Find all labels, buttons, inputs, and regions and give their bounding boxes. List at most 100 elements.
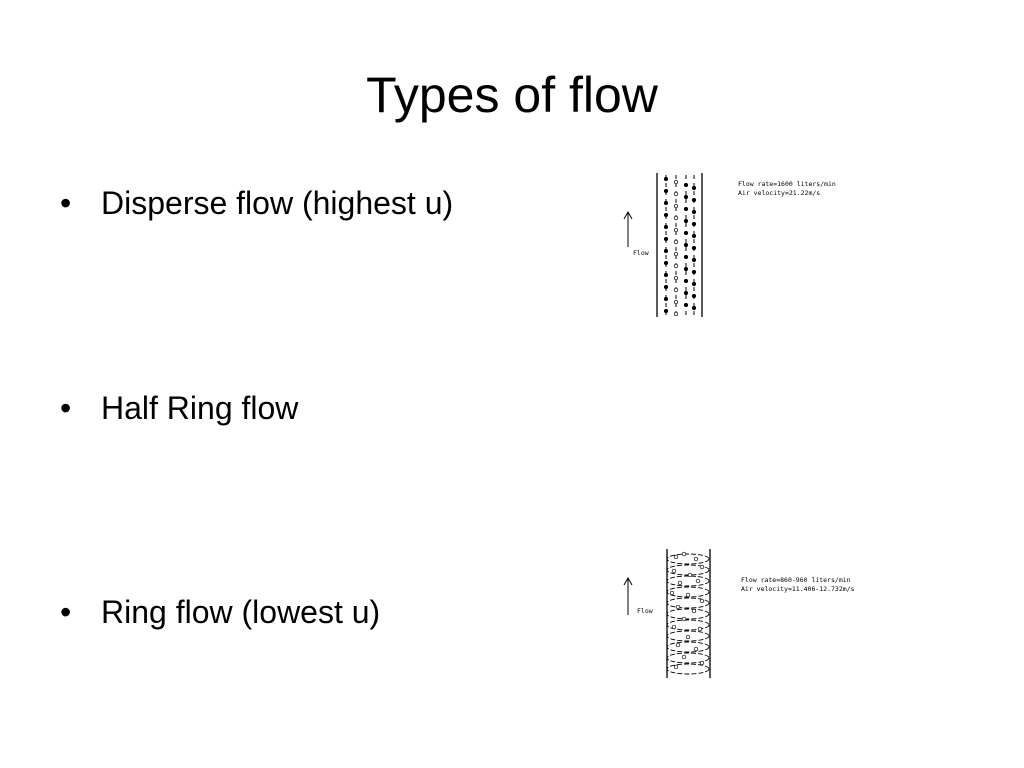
- droplet: [663, 224, 669, 230]
- droplet: [673, 263, 679, 269]
- droplet: [691, 209, 697, 215]
- flow-label: Flow: [633, 249, 649, 257]
- droplet: [663, 308, 669, 314]
- caption-flow-rate: Flow rate=1600 liters/min: [738, 180, 836, 188]
- droplet: [691, 269, 697, 275]
- droplet: [683, 230, 689, 236]
- bullet-text: Ring flow (lowest u): [101, 594, 381, 630]
- liquid-ring: [666, 619, 710, 631]
- disperse-flow-figure: Flow Flow rate=1600 liters/min Air veloc…: [618, 165, 848, 325]
- droplet: [685, 592, 691, 598]
- droplet: [683, 206, 689, 212]
- droplet: [685, 634, 691, 640]
- droplet: [673, 251, 679, 257]
- droplet: [697, 626, 703, 632]
- droplet: [663, 296, 669, 302]
- liquid-ring: [666, 630, 710, 642]
- disperse-flow-diagram: [623, 173, 703, 317]
- droplet: [683, 218, 689, 224]
- bullet-marker: •: [60, 390, 72, 426]
- droplet: [699, 564, 705, 570]
- droplet: [681, 551, 687, 557]
- droplet: [691, 197, 697, 203]
- droplet: [669, 590, 675, 596]
- droplet: [673, 191, 679, 197]
- droplet: [683, 290, 689, 296]
- liquid-ring: [666, 597, 710, 609]
- liquid-ring: [666, 641, 710, 653]
- droplet: [691, 281, 697, 287]
- droplet: [693, 556, 699, 562]
- bullet-text: Disperse flow (highest u): [101, 185, 454, 221]
- droplet: [681, 616, 687, 622]
- droplet: [683, 254, 689, 260]
- droplet: [673, 203, 679, 209]
- droplet: [691, 305, 697, 311]
- liquid-ring: [666, 575, 710, 587]
- caption-air-velocity: Air velocity=11.406-12.732m/s: [741, 585, 855, 593]
- droplet: [683, 266, 689, 272]
- bullet-disperse-flow: • Disperse flow (highest u): [60, 183, 453, 223]
- droplet: [691, 608, 697, 614]
- droplet: [691, 245, 697, 251]
- droplet: [691, 257, 697, 263]
- droplet: [687, 572, 693, 578]
- droplet-streams: [663, 175, 697, 317]
- droplet: [673, 554, 679, 560]
- droplet: [675, 642, 681, 648]
- droplet: [693, 646, 699, 652]
- bullet-ring-flow: • Ring flow (lowest u): [60, 592, 380, 632]
- droplet: [683, 242, 689, 248]
- flow-label: Flow: [637, 607, 653, 615]
- droplet: [699, 598, 705, 604]
- bullet-marker: •: [60, 185, 72, 221]
- ring-flow-figure: Flow Flow rate=860-960 liters/min Air ve…: [618, 545, 858, 685]
- droplet: [663, 212, 669, 218]
- droplet: [677, 580, 683, 586]
- droplet: [673, 311, 679, 317]
- liquid-rings: [666, 553, 710, 675]
- droplet: [695, 578, 701, 584]
- droplet: [699, 660, 705, 666]
- liquid-ring: [666, 663, 710, 675]
- droplet: [663, 284, 669, 290]
- droplet: [663, 272, 669, 278]
- droplet: [681, 654, 687, 660]
- figure-caption: Flow rate=1600 liters/min Air velocity=2…: [738, 180, 836, 198]
- liquid-ring: [666, 608, 710, 620]
- ring-flow-diagram: [623, 549, 711, 678]
- droplet: [663, 236, 669, 242]
- droplet: [673, 275, 679, 281]
- bullet-marker: •: [60, 594, 72, 630]
- droplet: [675, 604, 681, 610]
- figure-caption: Flow rate=860-960 liters/min Air velocit…: [741, 576, 855, 594]
- droplet: [683, 182, 689, 188]
- droplet: [673, 215, 679, 221]
- droplet: [671, 568, 677, 574]
- droplet: [673, 287, 679, 293]
- droplet: [673, 664, 679, 670]
- slide-title: Types of flow: [366, 67, 658, 123]
- droplet: [663, 188, 669, 194]
- caption-air-velocity: Air velocity=21.22m/s: [738, 189, 821, 197]
- droplet: [683, 194, 689, 200]
- droplet: [673, 239, 679, 245]
- droplet: [683, 278, 689, 284]
- droplet: [691, 185, 697, 191]
- droplet: [673, 179, 679, 185]
- bullet-text: Half Ring flow: [101, 390, 299, 426]
- droplet: [671, 624, 677, 630]
- droplet: [663, 260, 669, 266]
- droplet: [663, 200, 669, 206]
- droplet: [691, 233, 697, 239]
- droplet: [663, 248, 669, 254]
- droplet: [691, 221, 697, 227]
- liquid-ring: [666, 652, 710, 664]
- droplet: [691, 293, 697, 299]
- liquid-ring: [666, 553, 710, 565]
- droplets: [669, 551, 705, 670]
- droplet: [673, 227, 679, 233]
- bullet-half-ring-flow: • Half Ring flow: [60, 388, 298, 428]
- caption-flow-rate: Flow rate=860-960 liters/min: [741, 576, 851, 584]
- droplet: [663, 176, 669, 182]
